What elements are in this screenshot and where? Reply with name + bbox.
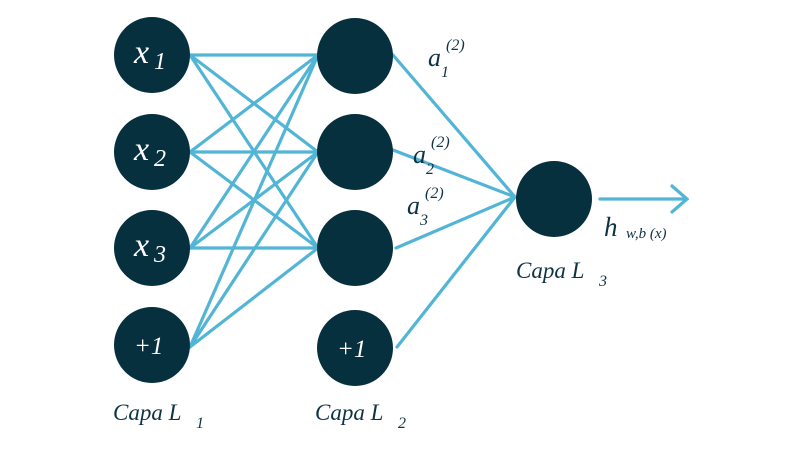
node-a3 — [317, 210, 393, 286]
node-circle — [317, 310, 393, 386]
layer-label-sub: 2 — [398, 415, 406, 432]
layer-label-text: Capa L — [516, 258, 584, 283]
output-label-base: h — [604, 212, 618, 242]
output-label-sub: w,b (x) — [626, 226, 667, 242]
layer-label-text: Capa L — [113, 400, 181, 425]
output-arrow — [598, 184, 690, 214]
edge-b2-out — [395, 195, 517, 349]
activation-label-sub: 1 — [441, 64, 449, 81]
layer-label-2: Capa L 2 — [315, 400, 406, 432]
layer-label-sub: 3 — [598, 273, 607, 290]
layer-label-sub: 1 — [196, 415, 204, 432]
activation-label-sub: 3 — [419, 212, 428, 229]
layer-label-3: Capa L 3 — [516, 258, 607, 290]
node-circle — [317, 18, 393, 94]
activation-label-sup: (2) — [431, 134, 450, 151]
node-label: +1 — [134, 333, 163, 360]
node-label: x — [133, 131, 149, 168]
activation-label-sub: 2 — [426, 161, 434, 178]
node-circle — [114, 17, 190, 93]
node-label-sub: 3 — [153, 242, 166, 268]
edge-x3-a1 — [188, 53, 320, 250]
node-label-sub: 1 — [154, 49, 166, 75]
node-circle — [114, 114, 190, 190]
activation-label-base: a — [407, 191, 420, 220]
node-label-sub: 2 — [154, 146, 166, 172]
node-b2: +1 — [317, 310, 393, 386]
edge-x2-a1 — [188, 53, 320, 154]
layer-label-1: Capa L 1 — [113, 400, 204, 432]
activation-label-base: a — [413, 140, 426, 169]
edges-group — [188, 53, 517, 349]
node-a1 — [317, 18, 393, 94]
node-a2 — [317, 114, 393, 190]
activation-label-2: a 2 (2) — [413, 134, 450, 178]
node-circle — [516, 161, 592, 237]
node-label: x — [133, 227, 149, 264]
node-b1: +1 — [114, 307, 190, 383]
layer-label-text: Capa L — [315, 400, 383, 425]
svg-text:a: a — [428, 43, 441, 72]
svg-text:a: a — [407, 191, 420, 220]
edge-a1-out — [391, 53, 517, 199]
node-circle — [317, 210, 393, 286]
edge-a3-out — [394, 195, 517, 250]
activation-label-base: a — [428, 43, 441, 72]
node-circle — [114, 307, 190, 383]
node-label: +1 — [337, 336, 366, 363]
activation-label-sup: (2) — [425, 185, 444, 202]
node-circle — [114, 210, 190, 286]
node-label: x — [133, 34, 149, 71]
arrow-head-icon — [670, 184, 690, 214]
node-out — [516, 161, 592, 237]
activation-label-1: a 1 (2) — [428, 37, 465, 81]
activation-label-sup: (2) — [446, 37, 465, 54]
output-label: h w,b (x) — [604, 212, 667, 242]
svg-text:a: a — [413, 140, 426, 169]
edge-b1-a2 — [188, 150, 320, 349]
edge-a2-out — [391, 148, 517, 199]
edge-b1-a1 — [188, 53, 320, 349]
node-circle — [317, 114, 393, 190]
edge-b1-a3 — [188, 246, 320, 349]
activation-label-3: a 3 (2) — [407, 185, 444, 229]
